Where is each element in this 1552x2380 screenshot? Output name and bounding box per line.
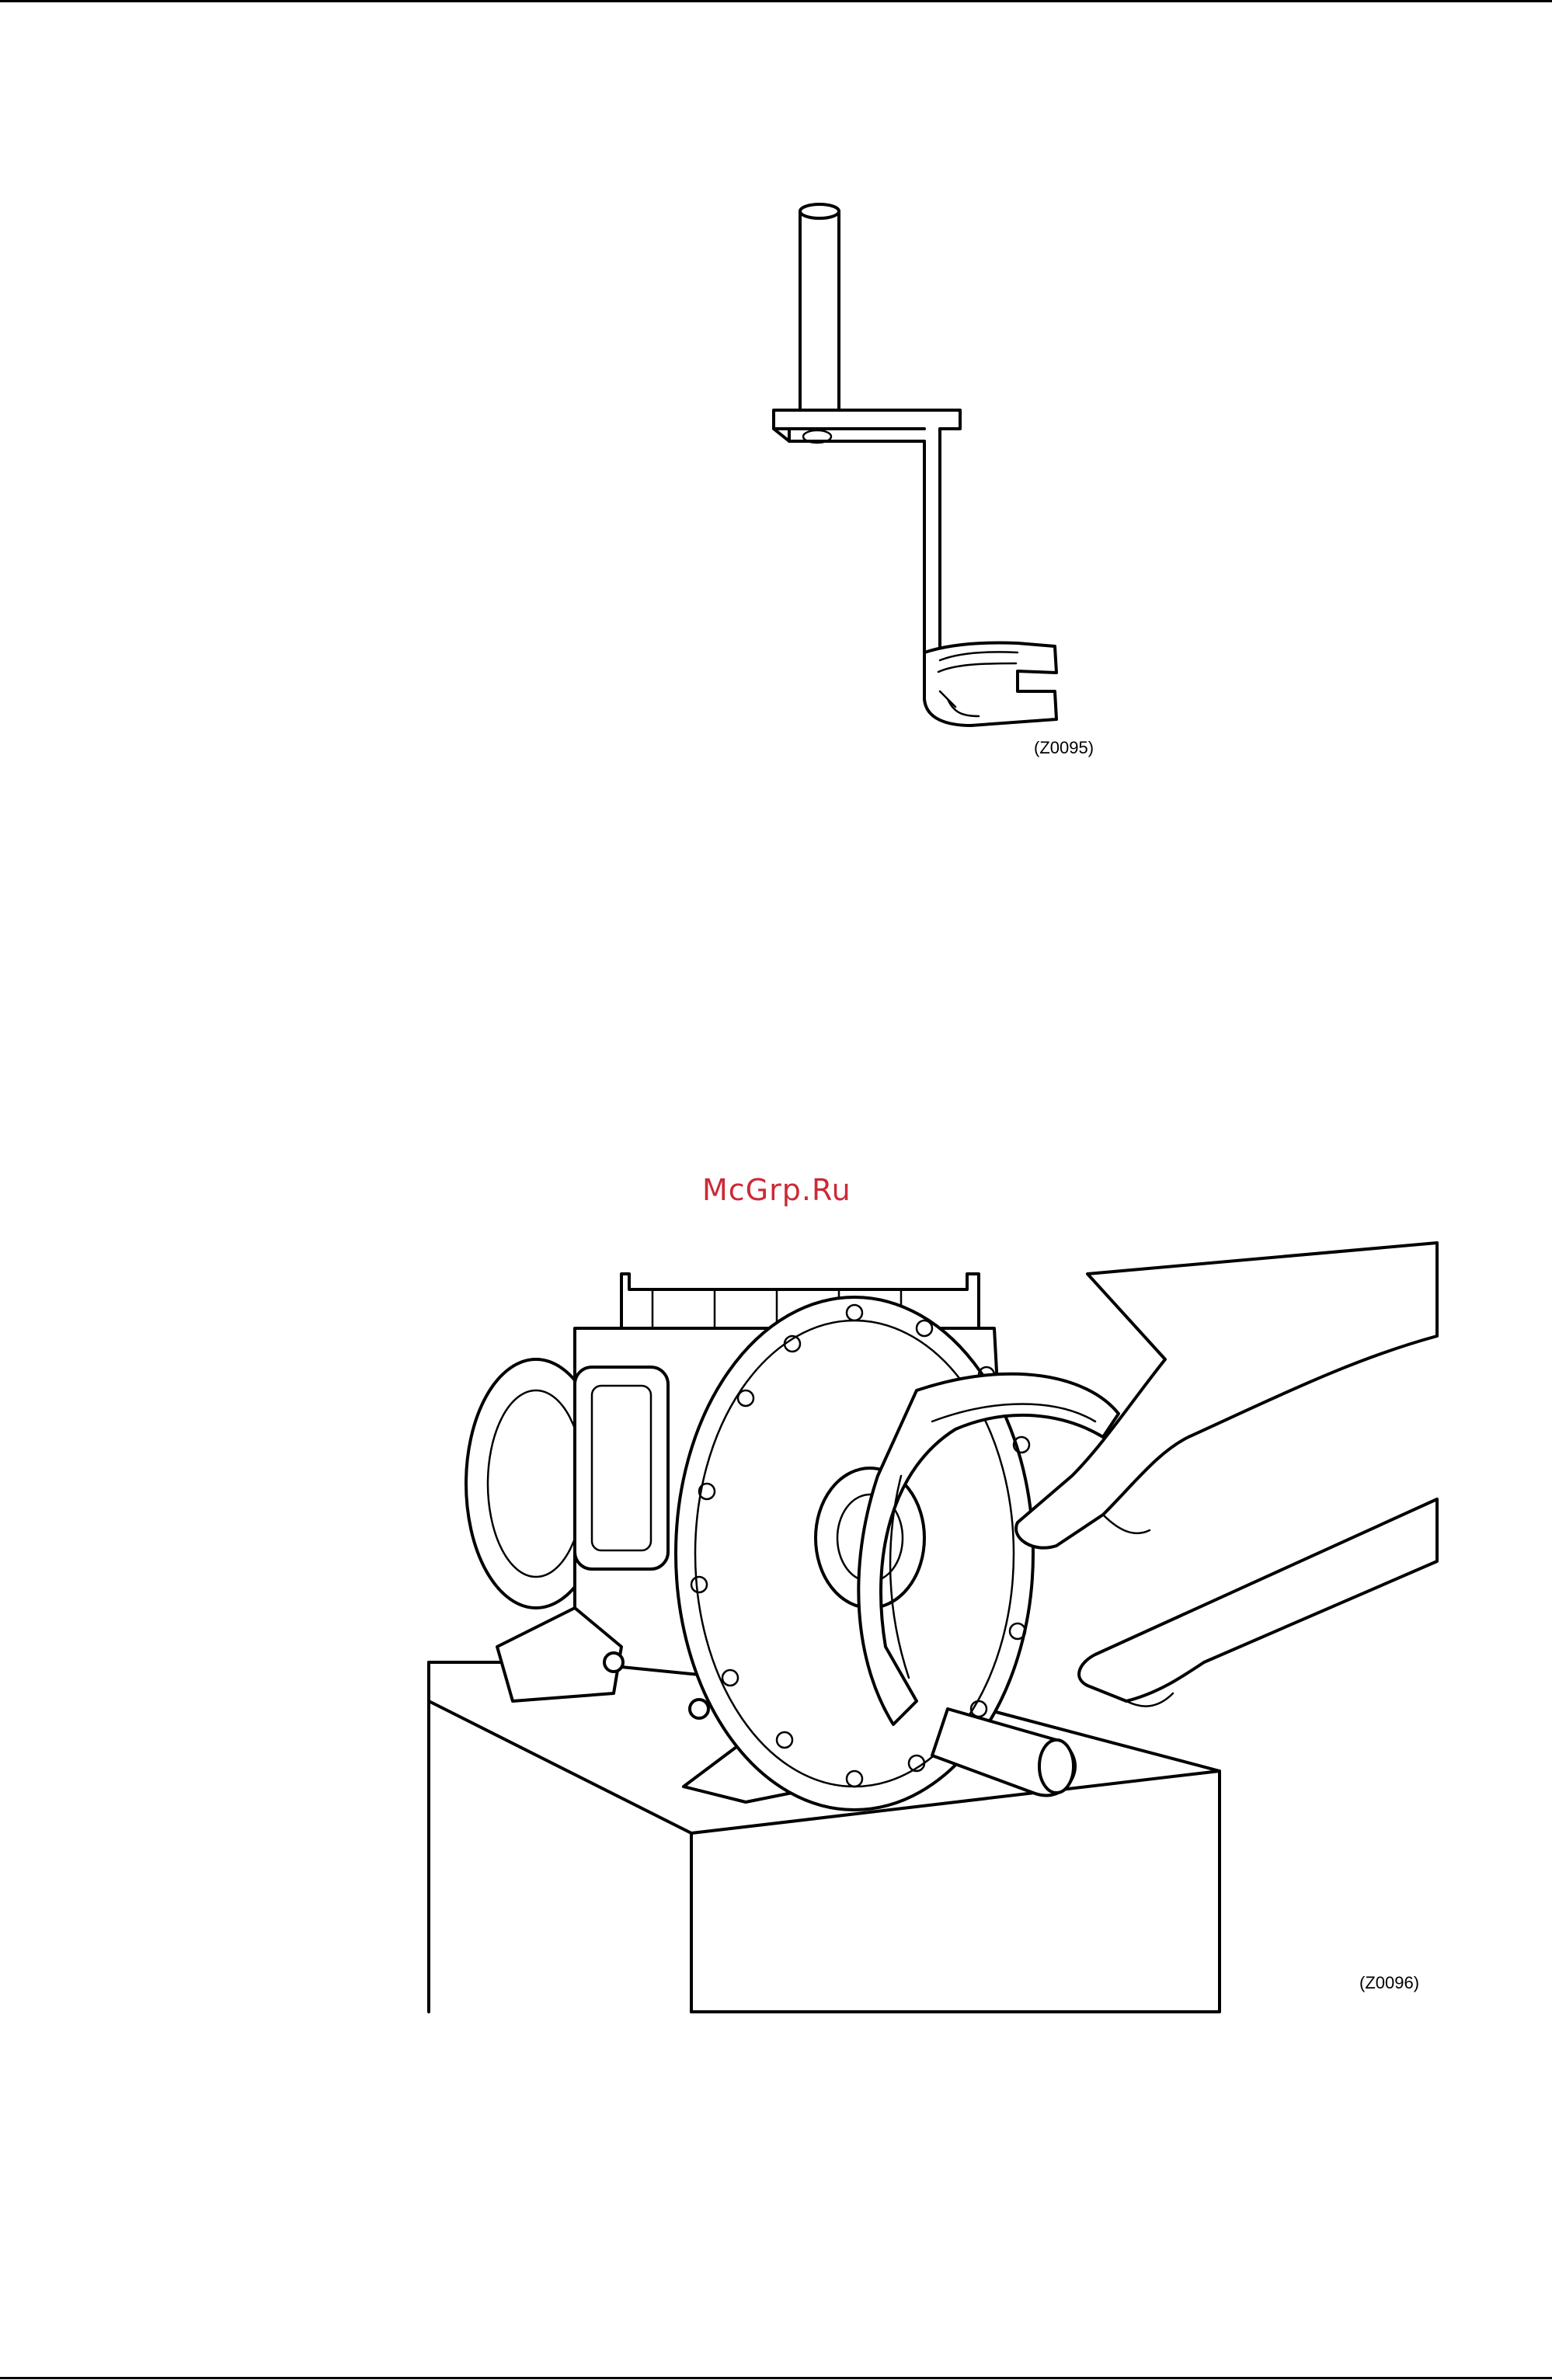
watermark: McGrp.Ru xyxy=(702,1173,851,1207)
figure-bracket-tool: (Z0095) xyxy=(746,194,1111,753)
compressor-drawing xyxy=(419,1243,1445,2020)
figure-code-z0095: (Z0095) xyxy=(1034,738,1094,758)
bracket-tool-drawing xyxy=(746,194,1111,753)
bottom-rule xyxy=(0,2377,1552,2379)
figure-code-z0096: (Z0096) xyxy=(1359,1973,1419,1993)
figure-compressor-end-cover: (Z0096) xyxy=(419,1243,1445,2020)
top-rule xyxy=(0,0,1552,2)
